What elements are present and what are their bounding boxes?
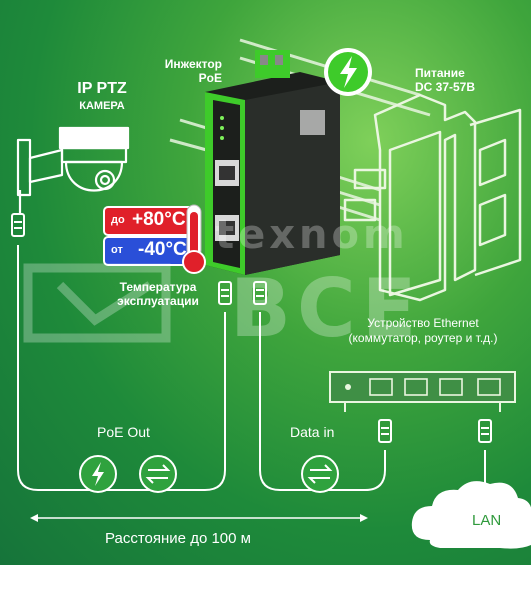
ethernet-switch (329, 371, 516, 412)
injector-label: Инжектор PoE (150, 57, 222, 85)
power-label-line2: DC 37-57В (415, 80, 476, 94)
temp-max-value: +80°C (132, 209, 186, 230)
ethernet-label-line1: Устройство Ethernet (367, 316, 479, 330)
data-in-label: Data in (290, 424, 335, 440)
ethernet-label-line2: (коммутатор, роутер и т.д.) (348, 331, 498, 345)
temp-min-prefix: от (111, 244, 123, 256)
temp-caption-line1: Температура (119, 280, 197, 294)
diagram-canvas (11, 38, 531, 549)
din-bracket (343, 93, 522, 302)
temp-min-value: -40°C (138, 239, 187, 260)
camera-label: IP PTZ КАМЕРА (62, 80, 142, 112)
power-lightning-badge (324, 48, 372, 96)
temp-caption: Температура эксплуатации (96, 280, 220, 308)
power-label: Питание DC 37-57В (415, 66, 475, 94)
rj45-connectors (11, 213, 492, 443)
poe-diagram-scene: IP PTZ КАМЕРА Инжектор PoE Питание DC 37… (0, 0, 531, 565)
distance-arrow (30, 514, 368, 522)
camera-label-line2: КАМЕРА (79, 100, 125, 112)
temp-max-prefix: до (111, 214, 125, 226)
watermark-shapes (23, 263, 171, 343)
poe-data-badge (139, 455, 177, 493)
data-in-badge (301, 455, 339, 493)
lan-cloud (411, 481, 531, 549)
lan-label: LAN (472, 512, 502, 529)
ptz-camera (16, 126, 130, 215)
poe-out-label: PoE Out (97, 424, 150, 440)
injector-label-line2: PoE (198, 71, 222, 85)
injector-label-line1: Инжектор (164, 57, 222, 71)
cables (17, 245, 486, 495)
camera-label-line1: IP PTZ (77, 80, 127, 97)
distance-label: Расстояние до 100 м (105, 530, 251, 547)
poe-injector-device (205, 50, 340, 275)
power-label-line1: Питание (415, 66, 465, 80)
temp-caption-line2: эксплуатации (117, 294, 199, 308)
poe-power-badge (79, 455, 117, 493)
temperature-badge (103, 204, 206, 274)
ethernet-label: Устройство Ethernet (коммутатор, роутер … (318, 316, 528, 346)
